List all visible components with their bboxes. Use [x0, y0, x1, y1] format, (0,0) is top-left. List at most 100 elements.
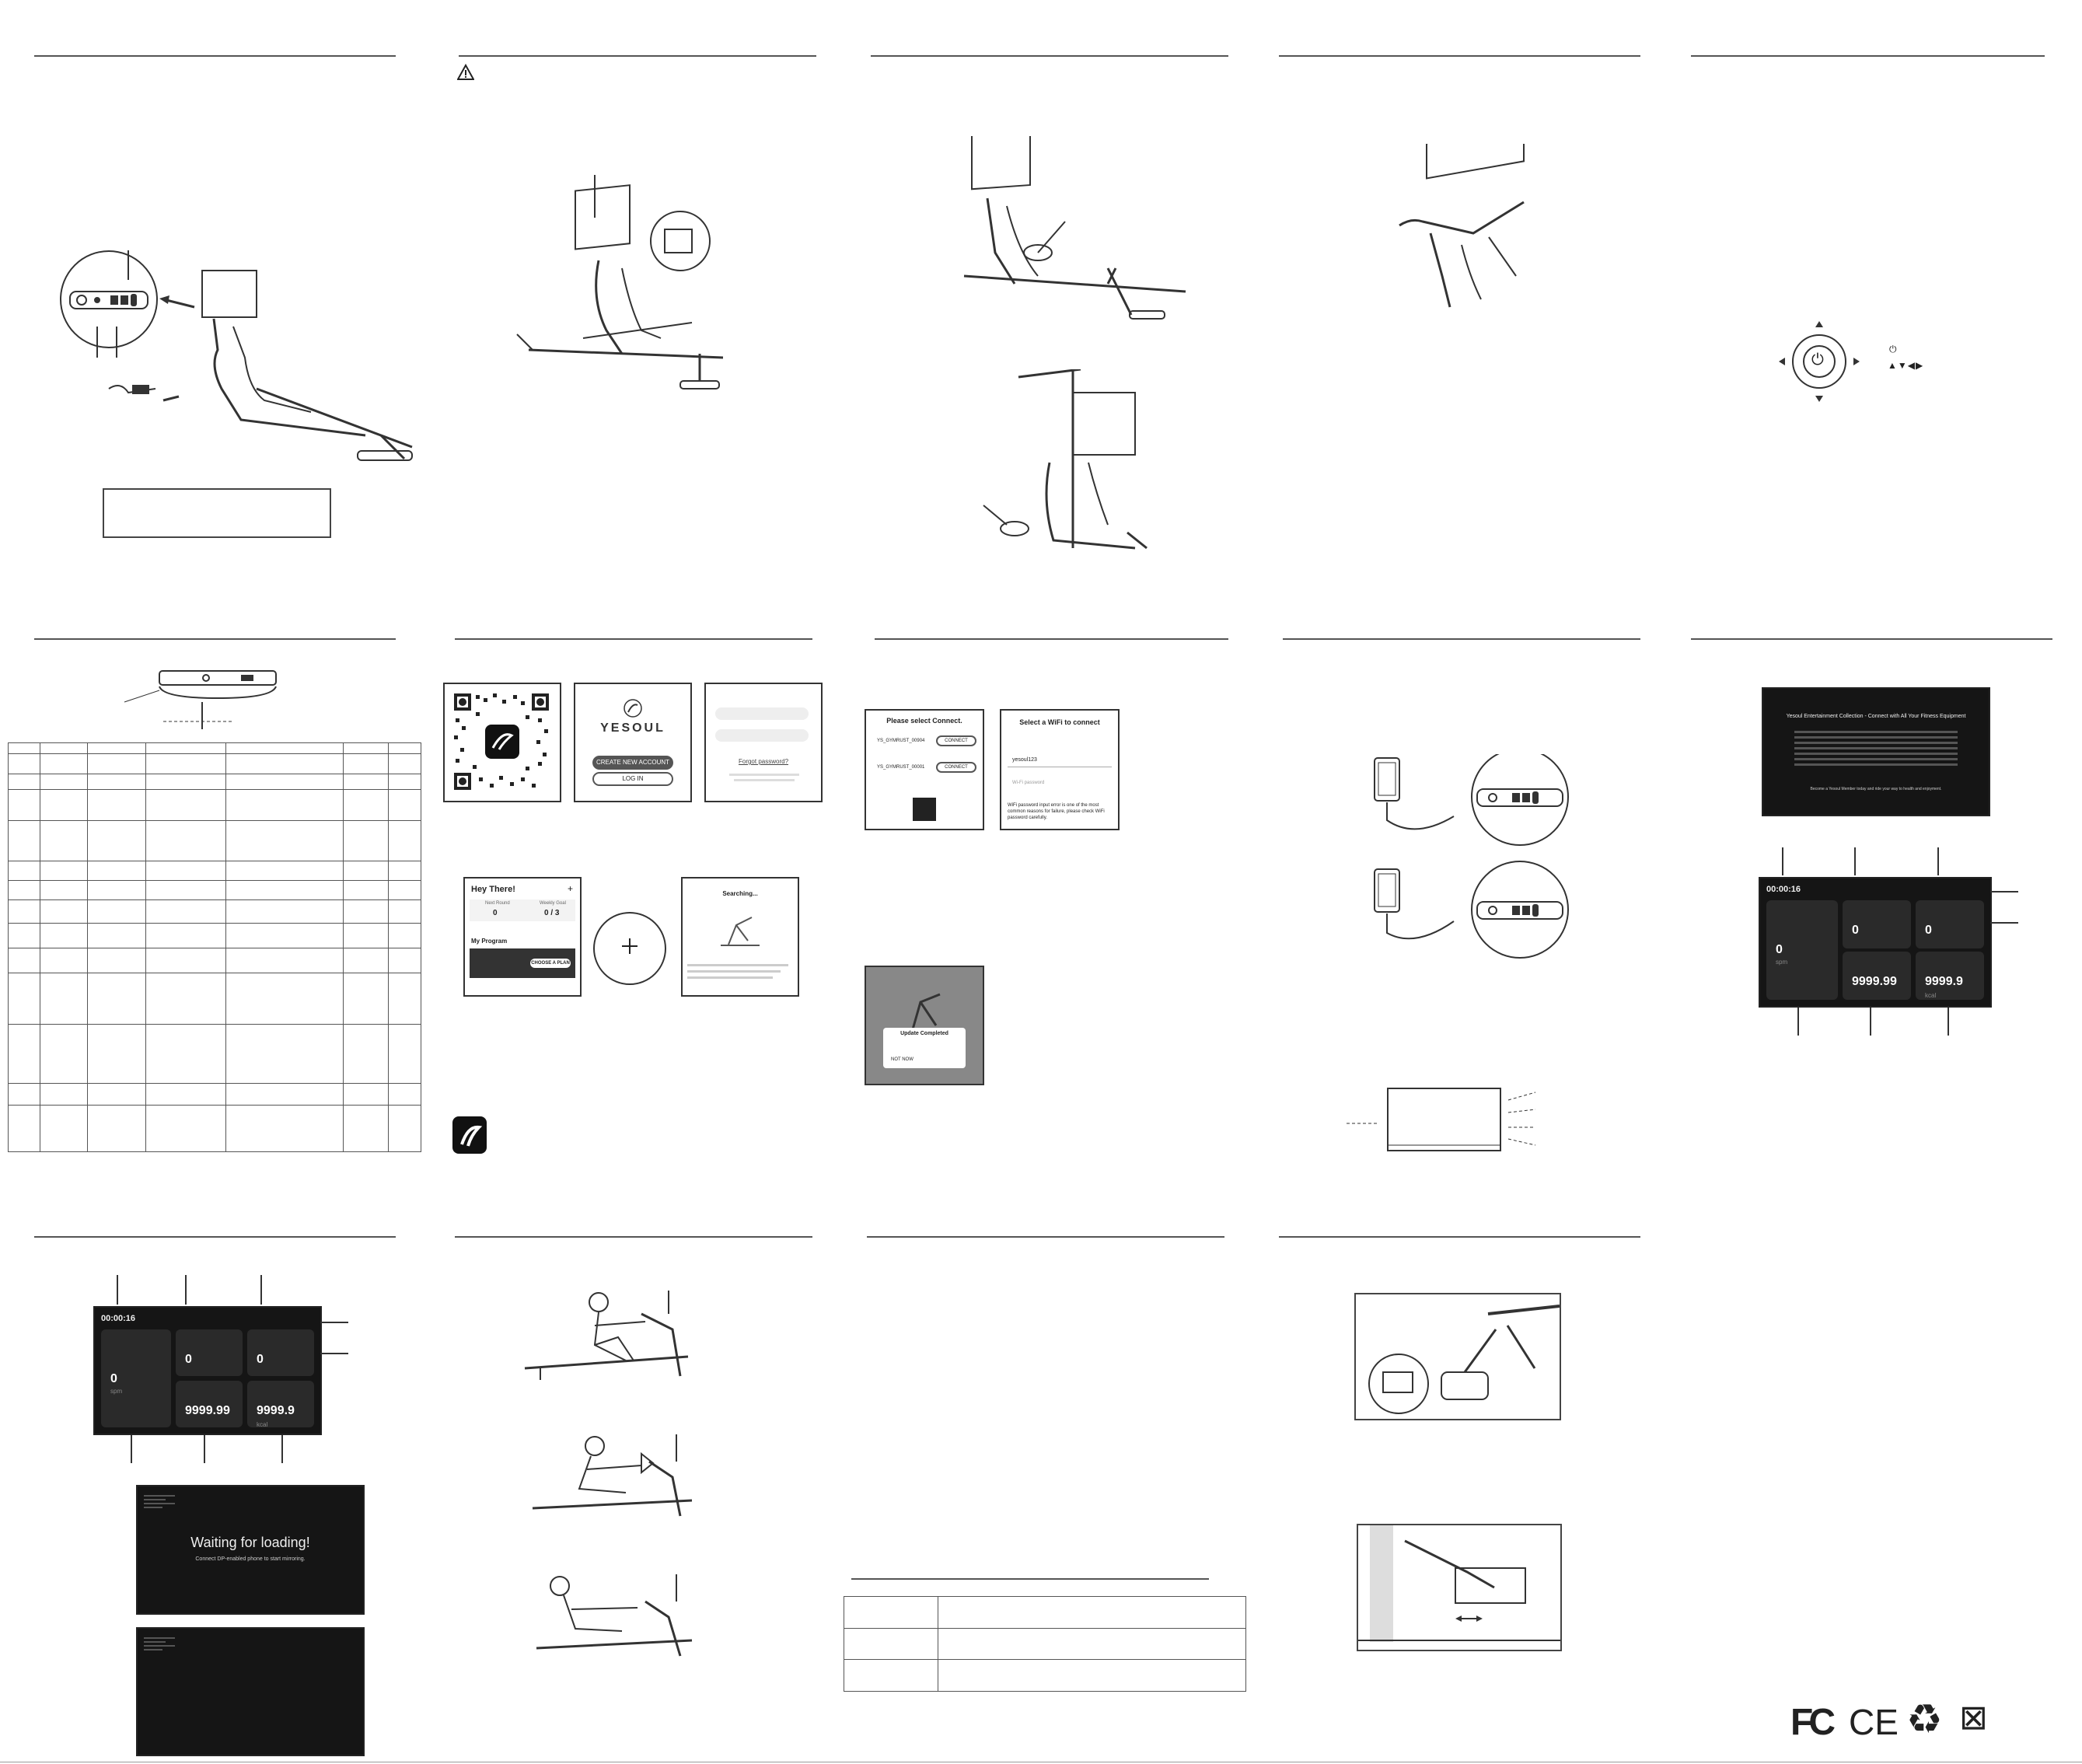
metric-value: 0	[185, 1353, 192, 1366]
section-rule	[34, 638, 396, 640]
remote-power-label: ⏻	[1889, 344, 1897, 355]
fcc-mark-icon: FC	[1790, 1702, 1836, 1743]
weee-bin-icon: ⊠	[1959, 1699, 1988, 1737]
distance-tile: 9999.99	[176, 1381, 243, 1427]
callout-line	[1870, 1008, 1871, 1036]
not-now-button[interactable]: NOT NOW	[891, 1057, 913, 1062]
spm-tile: 0 spm	[101, 1329, 171, 1427]
searching-title: Searching...	[722, 890, 758, 897]
spm-value: 0	[1776, 943, 1783, 956]
callout-line	[185, 1275, 187, 1305]
section-rule	[455, 1236, 812, 1238]
calories-tile: 9999.9 kcal	[1916, 952, 1984, 1000]
loading-subtitle: Connect DP-enabled phone to start mirror…	[195, 1556, 306, 1562]
height-adjust-drawing	[1358, 1525, 1560, 1642]
yesoul-app-icon	[460, 1125, 483, 1147]
metric-tile: 0	[176, 1329, 243, 1376]
terms-text-line	[734, 779, 795, 781]
specification-table	[8, 742, 421, 1152]
device-connection-illustration	[1374, 754, 1569, 959]
connect-button[interactable]: CONNECT	[936, 735, 976, 746]
create-account-button[interactable]: CREATE NEW ACCOUNT	[592, 756, 673, 770]
bike-icon	[911, 993, 941, 1030]
spm-unit: spm	[1776, 959, 1788, 966]
tip-text-line	[687, 964, 788, 966]
stat-value: 0 / 3	[544, 909, 560, 917]
remote-arrows-label: ▲▼◀▶	[1888, 360, 1924, 371]
spm-tile: 0 spm	[1766, 900, 1838, 1000]
wheel-detail-drawing	[1368, 1305, 1560, 1414]
calories-unit: kcal	[257, 1421, 268, 1428]
power-icon: ⏻	[1811, 351, 1824, 369]
program-label: My Program	[471, 938, 508, 945]
wifi-note: WiFi password input error is one of the …	[1008, 803, 1105, 820]
connect-button[interactable]: CONNECT	[936, 762, 976, 773]
program-card: CHOOSE A PLAN	[470, 948, 575, 978]
ce-mark-icon: CE	[1849, 1702, 1899, 1742]
loading-title: Waiting for loading!	[190, 1535, 310, 1550]
forgot-password-link[interactable]: Forgot password?	[738, 758, 789, 765]
rowing-drive-position-illustration	[532, 1434, 693, 1517]
ssid-value[interactable]: yesoul123	[1012, 757, 1037, 763]
spm-value: 0	[110, 1372, 117, 1385]
workout-display-screen-2: 00:00:16 0 spm 0 0 9999.99 9999.9 kcal	[1759, 877, 1992, 1008]
callout-line	[1937, 847, 1939, 875]
section-rule	[1691, 55, 2045, 57]
callout-line	[1990, 891, 2018, 892]
note-box	[103, 488, 331, 538]
entertainment-footer: Become a Yesoul Member today and ride yo…	[1810, 787, 1942, 791]
timer: 00:00:16	[1766, 885, 1801, 894]
app-icon	[452, 1116, 487, 1154]
height-adjust-illustration	[1357, 1524, 1562, 1651]
brand-wordmark: YESOUL	[600, 721, 665, 735]
tip-text-line	[687, 970, 781, 973]
rowing-catch-position-illustration	[524, 1291, 689, 1380]
table-top-rule	[851, 1578, 1209, 1580]
section-rule	[34, 55, 396, 57]
add-icon[interactable]: +	[568, 883, 574, 894]
recycle-icon: ♻	[1906, 1697, 1943, 1742]
section-rule	[1279, 1236, 1640, 1238]
status-info-block	[144, 1493, 175, 1524]
entertainment-feature-list	[1794, 728, 1958, 774]
email-field[interactable]	[715, 707, 809, 720]
connect-device-screen: Please select Connect. YS_GYMRUST_00904 …	[865, 709, 984, 830]
app-searching-screen: Searching...	[681, 877, 799, 997]
section-rule	[34, 1236, 396, 1238]
loading-screen: Waiting for loading! Connect DP-enabled …	[136, 1485, 365, 1615]
mirroring-screen	[136, 1627, 365, 1756]
section-rule	[1279, 55, 1640, 57]
stat-label: Weekly Goal	[540, 901, 566, 906]
update-dialog: Update Completed NOT NOW	[883, 1028, 966, 1068]
distance-tile: 9999.99	[1843, 952, 1911, 1000]
calories-tile: 9999.9 kcal	[247, 1381, 314, 1428]
section-rule	[459, 55, 816, 57]
callout-line	[1797, 1008, 1799, 1036]
device-name: YS_GYMRUST_00904	[877, 739, 925, 743]
callout-line	[204, 1435, 205, 1463]
callout-line	[320, 1353, 348, 1354]
connect-title: Please select Connect.	[886, 717, 962, 725]
entertainment-title: Yesoul Entertainment Collection - Connec…	[1786, 714, 1966, 719]
choose-plan-button[interactable]: CHOOSE A PLAN	[530, 959, 571, 968]
rower-upright-illustration	[983, 369, 1148, 550]
yesoul-logo-icon	[624, 699, 642, 718]
workout-display-screen: 00:00:16 0 spm 0 0 9999.99 9999.9 kcal	[93, 1306, 322, 1435]
callout-line	[320, 1322, 348, 1323]
rower-assembly-step-illustration	[963, 136, 1186, 320]
section-rule	[455, 638, 812, 640]
metric-value: 0	[257, 1353, 264, 1366]
app-qr-code-screen	[443, 683, 561, 802]
wheel-detail-illustration	[1354, 1293, 1561, 1420]
metric-value: 0	[1925, 924, 1932, 937]
login-button[interactable]: LOG IN	[592, 772, 673, 786]
calories-value: 9999.9	[1925, 975, 1963, 988]
password-field[interactable]	[715, 729, 809, 742]
app-welcome-screen: YESOUL CREATE NEW ACCOUNT LOG IN	[574, 683, 692, 802]
callout-line	[1854, 847, 1856, 875]
wifi-password-input[interactable]: Wi-Fi password	[1012, 781, 1045, 785]
update-completed-screen: Update Completed NOT NOW	[865, 966, 984, 1085]
spm-unit: spm	[110, 1388, 123, 1395]
greeting-title: Hey There!	[471, 885, 515, 894]
remote-control-illustration	[1779, 321, 1860, 402]
